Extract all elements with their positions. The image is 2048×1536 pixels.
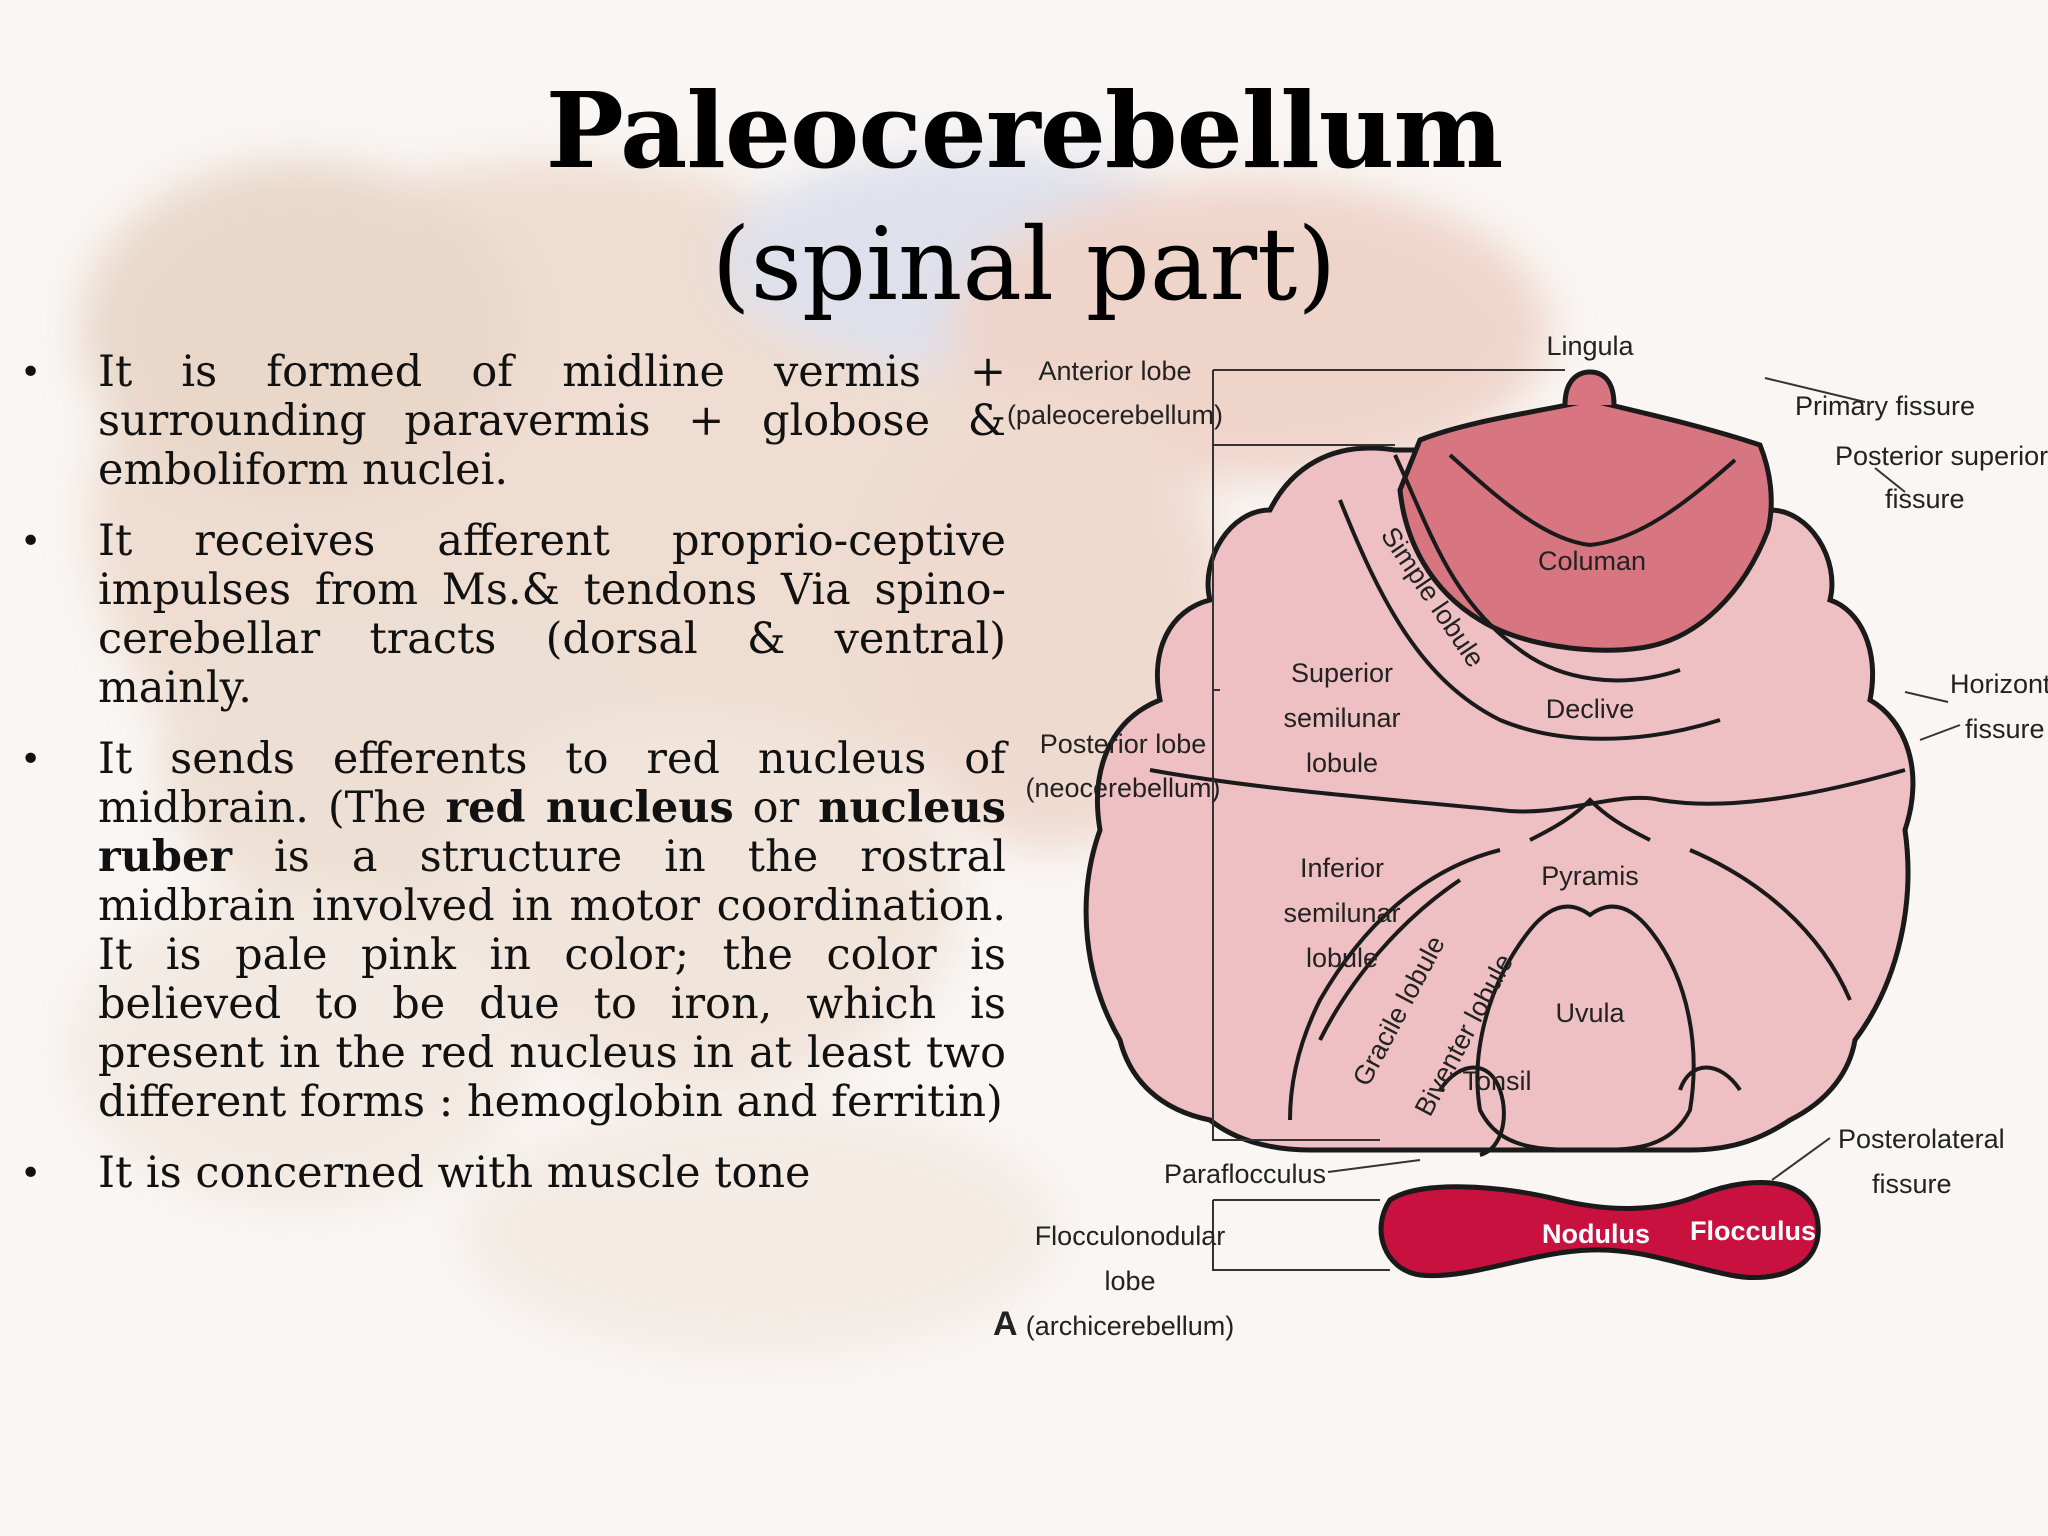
bullet-text-post: is a structure in the rostral midbrain i… [98,832,1006,1127]
pyramis-line-right [1689,848,1852,1001]
label-posterior-superior-sub: fissure [1885,484,1965,514]
label-nodulus: Nodulus [1542,1219,1650,1249]
tonsil-shape-right [1678,1065,1742,1092]
label-tonsil: Tonsil [1462,1066,1531,1096]
label-uvula: Uvula [1555,998,1625,1028]
bullet-item: • It is formed of midline vermis + surro… [20,348,1006,495]
label-pyramis: Pyramis [1541,861,1639,891]
flocculonodular-shape [1378,1180,1821,1281]
label-panel-a: A [993,1305,1018,1343]
label-lingula: Lingula [1546,331,1634,361]
bullet-text: It is concerned with muscle tone [98,1148,811,1198]
slide-title: Paleocerebellum [545,69,1504,192]
label-posterolateral-sub: fissure [1872,1169,1952,1199]
label-inferior-1: Inferior [1300,853,1384,883]
label-posterior-lobe-sub: (neocerebellum) [1025,773,1220,803]
bullet-item: • It receives afferent proprio-ceptive i… [20,517,1006,713]
declive-line [1338,499,1721,741]
label-columan: Columan [1538,546,1646,576]
bullet-dot: • [20,352,42,393]
label-inferior-2: semilunar [1283,898,1400,928]
label-archicerebellum: (archicerebellum) [1026,1311,1235,1341]
primary-fissure-line [1393,454,1681,683]
label-primary-fissure: Primary fissure [1795,391,1975,421]
label-flocculonodular: Flocculonodular [1035,1221,1226,1251]
lingula-shape [1562,369,1617,406]
uvula-shape [1475,904,1696,1152]
bullet-text-pre: It sends efferents to red nucleus of mid… [98,734,1006,833]
bullet-item: • It is concerned with muscle tone [20,1149,1006,1198]
bullet-text-mid: or [733,783,819,833]
bullet-list: • It is formed of midline vermis + surro… [20,348,1006,1220]
label-posterior-lobe: Posterior lobe [1040,729,1207,759]
bullet-bold-red-nucleus: red nucleus [445,783,734,833]
bullet-dot: • [20,1153,42,1194]
leader-lines [1212,369,1961,1271]
tonsil-shape [1438,1065,1506,1157]
label-horizontal-fissure: Horizontal [1950,669,2048,699]
label-posterolateral: Posterolateral [1838,1124,2005,1154]
label-horizontal-fissure-sub: fissure [1965,714,2045,744]
horizontal-fissure-line [1149,768,1906,814]
bullet-text: It is formed of midline vermis + surroun… [98,347,1006,495]
bullet-dot: • [20,739,42,780]
bullet-text: It receives afferent proprio-ceptive imp… [98,516,1006,713]
pyramis-line-left [1288,848,1501,1121]
slide-subtitle: (spinal part) [711,206,1337,323]
gracile-line [1318,878,1462,1041]
label-superior-2: semilunar [1283,703,1400,733]
label-anterior-lobe-sub: (paleocerebellum) [1007,400,1223,430]
label-flocculus: Flocculus [1690,1216,1816,1246]
bullet-dot: • [20,521,42,562]
bullet-bold-nucleus-ruber: nucleus ruber [98,783,1006,882]
label-declive: Declive [1546,694,1635,724]
label-flocculonodular-lobe: lobe [1104,1266,1155,1296]
label-superior-3: lobule [1306,748,1378,778]
label-posterior-superior: Posterior superior [1835,441,2048,471]
culmen-inner-arc [1448,453,1737,548]
label-paraflocculus: Paraflocculus [1164,1159,1326,1189]
cerebellum-diagram: Anterior lobe (paleocerebellum) Lingula … [993,331,2048,1343]
bullet-item: • It sends efferents to red nucleus of m… [20,735,1006,1127]
label-inferior-3: lobule [1306,943,1378,973]
label-anterior-lobe: Anterior lobe [1038,356,1191,386]
label-superior-1: Superior [1291,658,1393,688]
pyramis-arc [1529,797,1651,842]
